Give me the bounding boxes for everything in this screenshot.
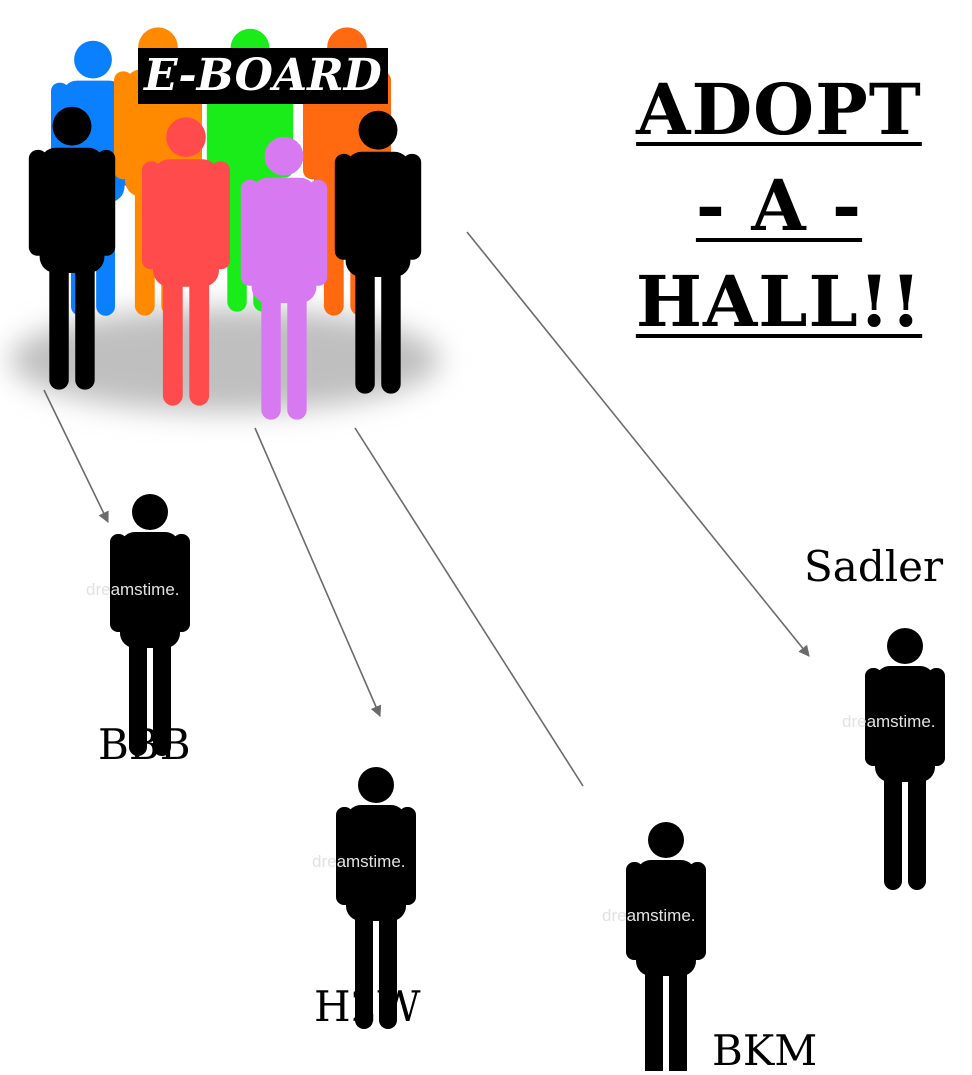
hall-figure-sadler <box>865 628 945 890</box>
watermark-sadler: dreamstime. <box>842 712 936 731</box>
hall-label-bkm: BKM <box>712 1026 818 1075</box>
hall-label-h2w: H2W <box>314 982 421 1031</box>
assignment-arrows <box>43 231 810 787</box>
title-line-1: ADOPT <box>636 68 922 151</box>
hall-figure-bkm <box>626 822 706 1071</box>
page-title: ADOPT - A - HALL!! <box>620 62 938 350</box>
arrow-to-sadler <box>466 231 810 657</box>
hall-figure-bbb <box>110 494 190 756</box>
hall-label-bbb: BBB <box>98 720 191 769</box>
arrow-to-bbb <box>43 389 109 524</box>
watermark-bkm: dreamstime. <box>602 906 696 925</box>
arrow-to-h2w <box>254 427 382 718</box>
line-to-bkm <box>354 427 584 787</box>
eboard-label: E-BOARD <box>138 48 388 104</box>
title-line-3: HALL!! <box>635 260 923 343</box>
watermark-bbb: dreamstime. <box>86 580 180 599</box>
title-line-2: - A - <box>695 164 863 247</box>
watermark-h2w: dreamstime. <box>312 852 406 871</box>
hall-label-sadler: Sadler <box>804 542 944 591</box>
group-shadow <box>10 308 440 412</box>
